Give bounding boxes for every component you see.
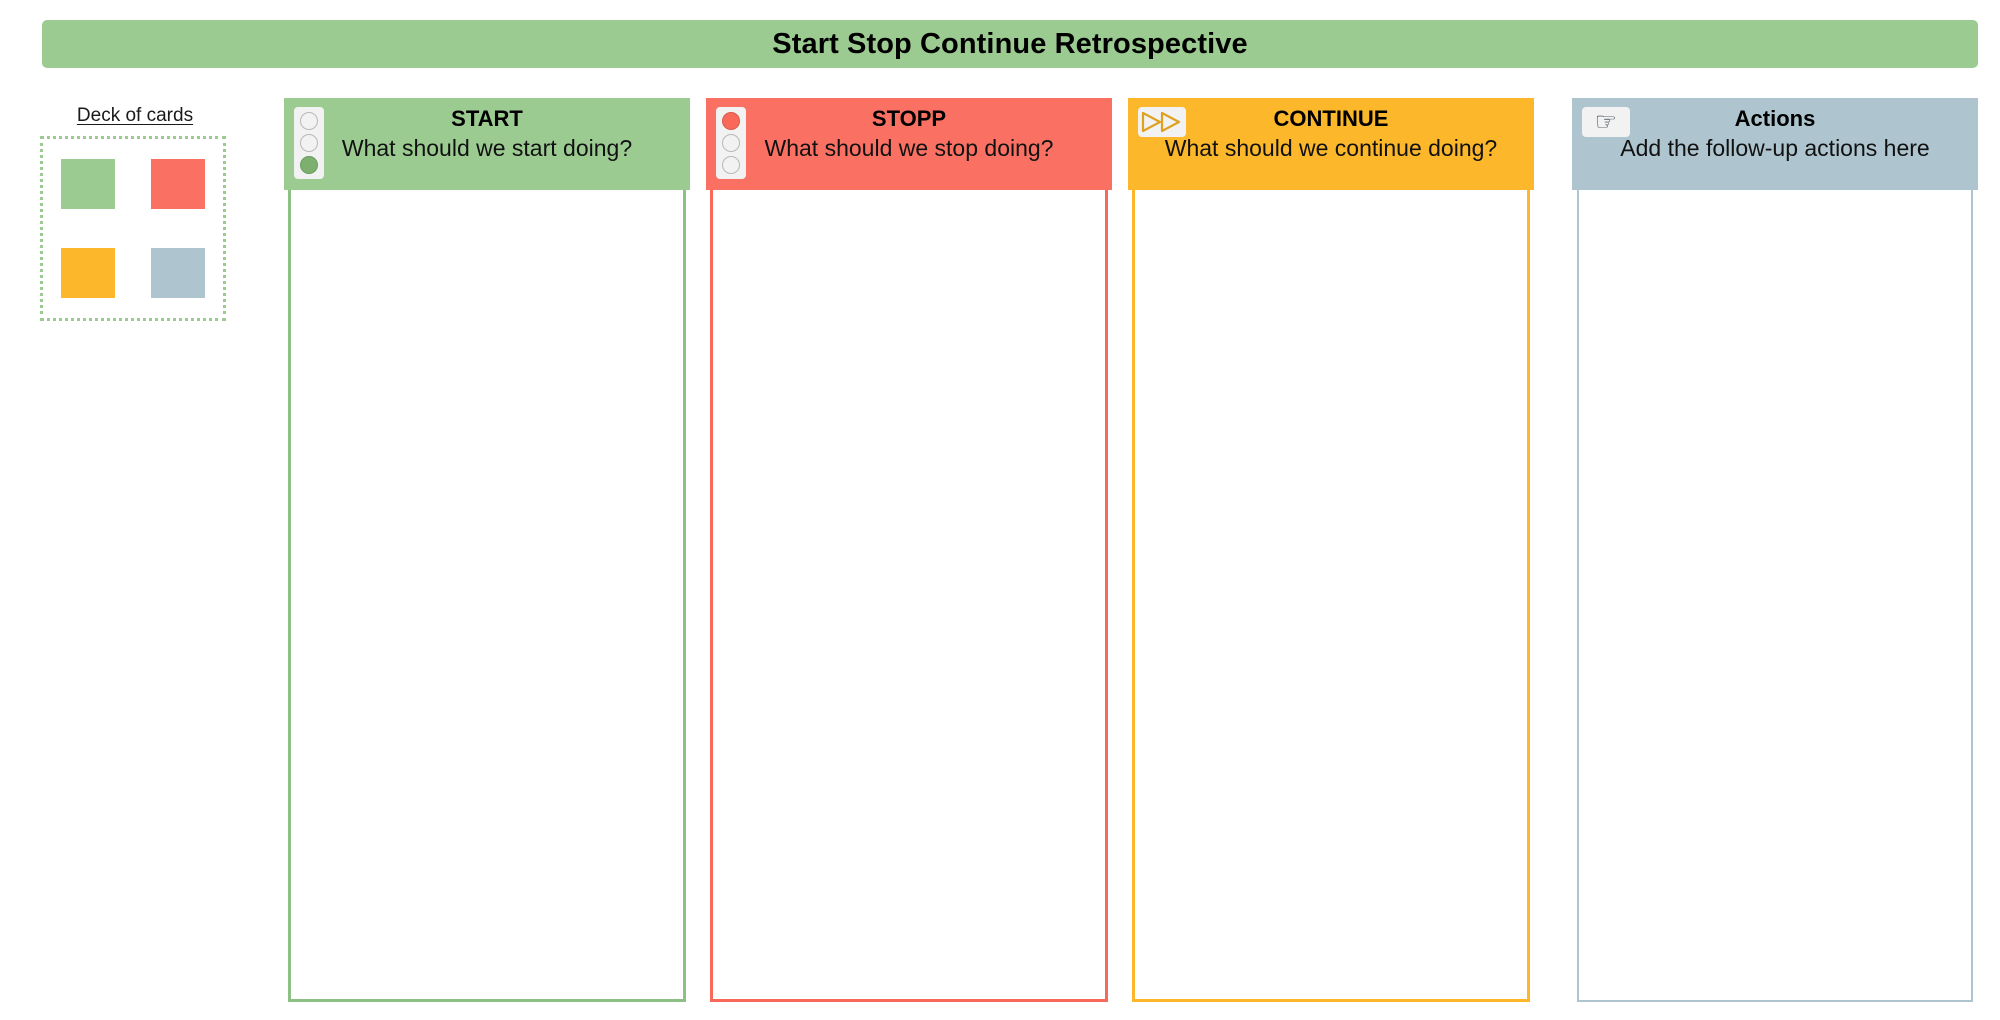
traffic-light-red-icon (716, 107, 746, 179)
deck-card-blue[interactable] (151, 248, 205, 299)
traffic-light-lamp-middle (300, 134, 318, 152)
deck-of-cards-box[interactable] (40, 136, 226, 321)
column-stopp-dropzone[interactable] (710, 190, 1108, 1002)
column-start-dropzone[interactable] (288, 190, 686, 1002)
traffic-light-green-icon (294, 107, 324, 179)
column-continue: CONTINUE What should we continue doing? (1128, 98, 1534, 1002)
traffic-light-lamp-top (722, 112, 740, 130)
board-title-bar: Start Stop Continue Retrospective (42, 20, 1978, 68)
column-start: START What should we start doing? (284, 98, 690, 1002)
traffic-light-lamp-bottom (722, 156, 740, 174)
column-stopp-title: STOPP (871, 106, 947, 131)
traffic-light-lamp-top (300, 112, 318, 130)
column-stopp-subtitle: What should we stop doing? (764, 135, 1054, 161)
deck-card-red[interactable] (151, 158, 205, 209)
deck-card-green[interactable] (61, 158, 115, 209)
column-continue-subtitle: What should we continue doing? (1164, 135, 1498, 161)
column-stopp: STOPP What should we stop doing? (706, 98, 1112, 1002)
column-continue-header: CONTINUE What should we continue doing? (1128, 98, 1534, 190)
deck-of-cards-panel: Deck of cards (40, 105, 230, 321)
column-actions-title: Actions (1734, 106, 1816, 131)
column-stopp-header: STOPP What should we stop doing? (706, 98, 1112, 190)
column-start-subtitle: What should we start doing? (341, 135, 633, 161)
column-continue-title: CONTINUE (1273, 106, 1389, 131)
column-continue-dropzone[interactable] (1132, 190, 1530, 1002)
column-actions-header: ☞ Actions Add the follow-up actions here (1572, 98, 1978, 190)
page-title: Start Stop Continue Retrospective (772, 27, 1248, 60)
deck-of-cards-label: Deck of cards (76, 105, 194, 126)
column-start-title: START (451, 106, 523, 131)
deck-card-orange[interactable] (61, 248, 115, 299)
fast-forward-icon (1138, 107, 1186, 137)
column-actions: ☞ Actions Add the follow-up actions here (1572, 98, 1978, 1002)
pointing-hand-icon: ☞ (1582, 107, 1630, 137)
column-start-header: START What should we start doing? (284, 98, 690, 190)
traffic-light-lamp-bottom (300, 156, 318, 174)
traffic-light-lamp-middle (722, 134, 740, 152)
column-actions-dropzone[interactable] (1577, 190, 1973, 1002)
column-actions-subtitle: Add the follow-up actions here (1620, 135, 1930, 161)
